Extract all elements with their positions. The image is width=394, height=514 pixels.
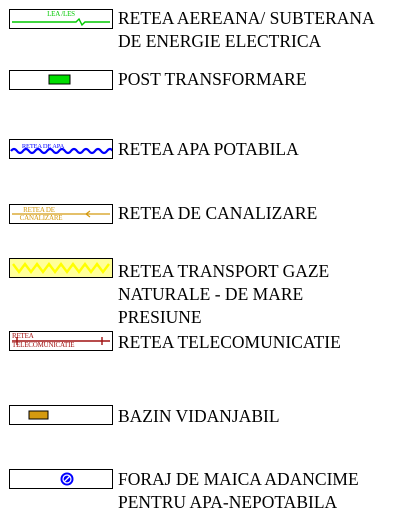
well-icon (60, 472, 74, 486)
water-network-label: RETEA APA POTABILA (118, 139, 299, 159)
telecom-network-label: RETEA TELECOMUNICATIE (118, 332, 341, 352)
sewer-network-label: RETEA DE CANALIZARE (118, 203, 318, 223)
sewer-arrow-icon: RETEA DE CANALIZARE (12, 206, 110, 222)
sewer-network-symbol: RETEA DE CANALIZARE (9, 204, 113, 224)
sewer-network-symbol-text-2: CANALIZARE (20, 214, 63, 222)
power-line-symbol: LEA /LES (9, 9, 113, 29)
transformer-label: POST TRANSFORMARE (118, 69, 307, 89)
telecom-network-symbol-text-2: TELECOMUNICATIE (12, 341, 74, 349)
telecom-network-symbol: RETEA TELECOMUNICATIE (9, 331, 113, 351)
power-line-symbol-text: LEA /LES (47, 10, 75, 18)
sewer-network-symbol-text-1: RETEA DE (23, 206, 55, 214)
well-symbol (9, 469, 113, 489)
septic-tank-label: BAZIN VIDANJABIL (118, 406, 280, 426)
gas-network-symbol (9, 258, 113, 278)
power-line-icon: LEA /LES (12, 10, 110, 27)
septic-tank-icon (28, 410, 49, 420)
water-network-symbol: RETEA DE APA (9, 139, 113, 159)
power-line-label: RETEA AEREANA/ SUBTERANA DE ENERGIE ELEC… (118, 8, 375, 51)
gas-zigzag-icon (10, 259, 112, 277)
water-wave-icon: RETEA DE APA (10, 143, 112, 155)
well-label: FORAJ DE MAICA ADANCIME PENTRU APA-NEPOT… (118, 469, 359, 512)
water-network-symbol-text: RETEA DE APA (22, 143, 65, 150)
transformer-icon (48, 74, 71, 85)
septic-tank-symbol (9, 405, 113, 425)
telecom-line-icon: RETEA TELECOMUNICATIE (12, 332, 110, 349)
telecom-network-symbol-text-1: RETEA (12, 332, 34, 340)
gas-network-label: RETEA TRANSPORT GAZE NATURALE - DE MARE … (118, 261, 330, 327)
transformer-symbol (9, 70, 113, 90)
